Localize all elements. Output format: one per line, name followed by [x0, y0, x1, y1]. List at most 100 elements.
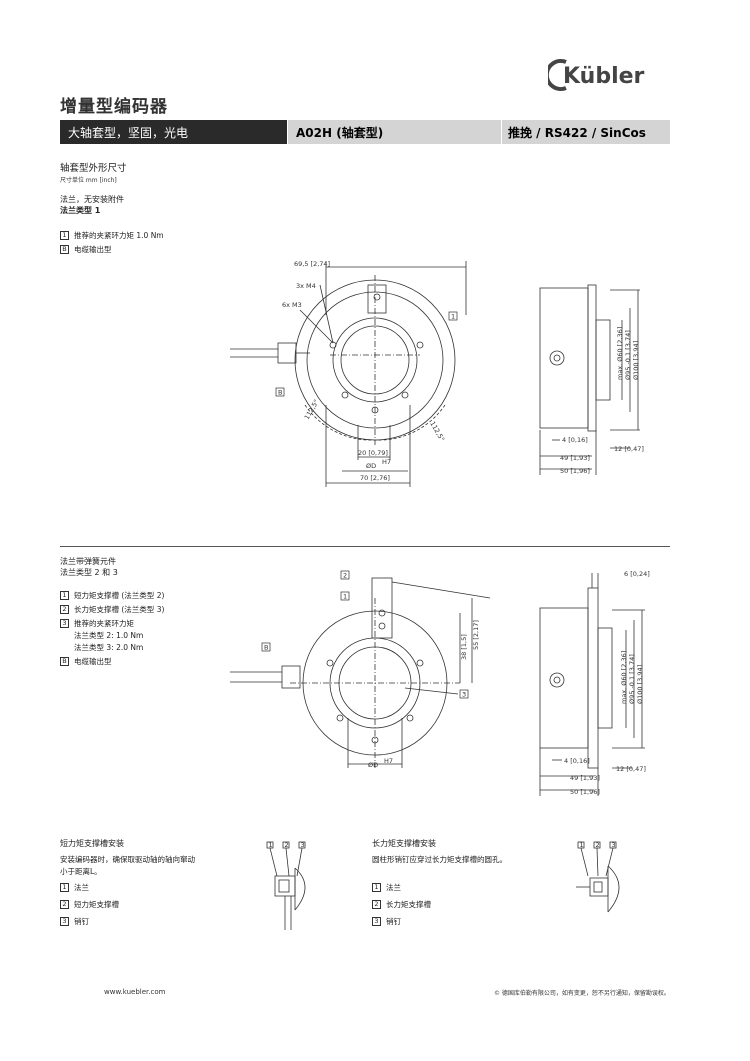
- dim-6xm3: 6x M3: [282, 301, 302, 309]
- drawing2-side-view: 6 [0,24] max. Ø60 [2,36] Ø95 -0,1 [3,74]…: [539, 570, 650, 796]
- short-slot-detail-drawing: 1 2 3: [266, 841, 306, 930]
- header-interface: 推挽 / RS422 / SinCos: [502, 120, 670, 144]
- legend-text: 电缆输出型: [74, 244, 112, 254]
- section-divider: [60, 546, 670, 547]
- dim-69: 69,5 [2,74]: [294, 260, 330, 268]
- legend-key: 1: [60, 882, 69, 892]
- flange-line1: 法兰，无安装附件: [60, 195, 124, 204]
- dim-49-2: 49 [1,93]: [570, 774, 600, 782]
- dim-55: 55 [2,17]: [472, 620, 480, 650]
- short-slot-legend: 1 法兰 2 短力矩支撑槽 3 销钉: [60, 880, 119, 928]
- brand-name: Kübler: [563, 64, 645, 89]
- section2-line2: 法兰类型 2 和 3: [60, 568, 118, 577]
- kubler-logo: Kübler: [544, 56, 678, 92]
- short-slot-desc2: 小于距离L。: [60, 867, 102, 876]
- dim-50: 50 [1,96]: [560, 467, 590, 475]
- legend-key: 3: [372, 916, 381, 926]
- legend-text: 推荐的夹紧环力矩 1.0 Nm: [74, 230, 164, 240]
- long-slot-title: 长力矩支撑槽安装: [372, 839, 436, 848]
- legend-item: 1 短力矩支撑槽 (法兰类型 2): [60, 588, 164, 602]
- legend-key: 1: [60, 230, 69, 240]
- long-slot-detail-drawing: 1 2 3: [576, 841, 620, 913]
- short-slot-desc1: 安装编码器时，确保取驱动轴的轴向窜动: [60, 855, 195, 864]
- legend-item: 1 推荐的夹紧环力矩 1.0 Nm: [60, 228, 164, 242]
- section1-title: 轴套型外形尺寸: [60, 163, 127, 174]
- legend-item: 2 长力矩支撑槽: [372, 897, 431, 911]
- drawing1-side-view: max. Ø60 [2,36] Ø95 -0,1 [3,74] Ø100 [3,…: [539, 284, 644, 475]
- dim-50-2: 50 [1,96]: [570, 788, 600, 796]
- callout-b: B: [278, 389, 282, 397]
- dim-od-2: ØD: [368, 761, 378, 769]
- fig-label-3: 3: [301, 841, 305, 849]
- dim-60-2: max. Ø60 [2,36]: [620, 651, 628, 704]
- fig-label-3b: 3: [612, 841, 616, 849]
- dim-38: 38 [1,5]: [460, 634, 468, 660]
- drawing2-front-view: 38 [1,5] 55 [2,17] ØD H7 2 1 3 B: [230, 570, 491, 769]
- callout-3: 3: [462, 691, 466, 699]
- legend-text: 销钉: [74, 916, 89, 926]
- legend-key: 1: [372, 882, 381, 892]
- legend-item: B 电缆输出型: [60, 654, 164, 668]
- fig-label-2: 2: [285, 841, 289, 849]
- legend-item: 2 长力矩支撑槽 (法兰类型 3): [60, 602, 164, 616]
- dim-od: ØD: [366, 462, 376, 470]
- section1-legend: 1 推荐的夹紧环力矩 1.0 Nm B 电缆输出型: [60, 228, 164, 256]
- legend-text: 电缆输出型: [74, 656, 112, 666]
- callout-1b: 1: [343, 593, 347, 601]
- dim-95: Ø95 -0,1 [3,74]: [624, 330, 632, 380]
- dim-12: 12 [0,47]: [614, 445, 644, 453]
- callout-1: 1: [451, 313, 455, 321]
- dim-70: 70 [2,76]: [360, 474, 390, 482]
- legend-key: 3: [60, 916, 69, 926]
- fig-label-1: 1: [269, 841, 273, 849]
- callout-b2: B: [264, 644, 268, 652]
- legend-text: 销钉: [386, 916, 401, 926]
- callout-2: 2: [343, 572, 347, 580]
- dim-4: 4 [0,16]: [562, 436, 588, 444]
- unit-note: 尺寸单位 mm [inch]: [60, 177, 117, 184]
- flange-line2: 法兰类型 1: [60, 206, 101, 215]
- dim-100-2: Ø100 [3,94]: [636, 665, 644, 704]
- legend-item: 3 推荐的夹紧环力矩: [60, 616, 164, 630]
- kubler-logo-mark: Kübler: [544, 59, 645, 91]
- torque-line1: 法兰类型 2: 1.0 Nm: [74, 631, 144, 640]
- legend-key: 3: [60, 618, 69, 628]
- dim-95-2: Ø95 -0,1 [3,74]: [628, 654, 636, 704]
- dim-6: 6 [0,24]: [624, 570, 650, 578]
- page-title: 增量型编码器: [60, 97, 168, 117]
- long-slot-legend: 1 法兰 2 长力矩支撑槽 3 销钉: [372, 880, 431, 928]
- dim-od-tol-2: H7: [384, 757, 393, 765]
- legend-key: 2: [60, 899, 69, 909]
- footer-url[interactable]: www.kuebler.com: [104, 988, 166, 996]
- section2-legend: 1 短力矩支撑槽 (法兰类型 2) 2 长力矩支撑槽 (法兰类型 3) 3 推荐…: [60, 588, 164, 668]
- dim-112a: 112,5°: [303, 398, 321, 421]
- legend-text: 法兰: [386, 882, 401, 892]
- legend-text: 推荐的夹紧环力矩: [74, 618, 134, 628]
- legend-key: 2: [60, 604, 69, 614]
- short-slot-title: 短力矩支撑槽安装: [60, 839, 124, 848]
- header-model: A02H (轴套型): [288, 120, 502, 144]
- legend-key: 2: [372, 899, 381, 909]
- legend-text: 法兰: [74, 882, 89, 892]
- section2-line1: 法兰带弹簧元件: [60, 557, 116, 566]
- dim-od-tol: H7: [382, 458, 391, 466]
- dim-4-2: 4 [0,16]: [564, 757, 590, 765]
- legend-key: 1: [60, 590, 69, 600]
- legend-key: B: [60, 244, 69, 254]
- legend-item: 1 法兰: [372, 880, 431, 894]
- fig-label-1b: 1: [580, 841, 584, 849]
- footer-copyright: © 德国库伯勒有限公司，如有变更，恕不另行通知，保留勘误权。: [494, 990, 670, 997]
- dim-112b: 112,5°: [428, 420, 446, 443]
- drawing1-front-view: 69,5 [2,74] 3x M4 6x M3 112,5° 112,5° 20…: [230, 260, 467, 487]
- legend-key: B: [60, 656, 69, 666]
- dim-20: 20 [0,79]: [358, 449, 388, 457]
- legend-item: B 电缆输出型: [60, 242, 164, 256]
- legend-item: 1 法兰: [60, 880, 119, 894]
- legend-text: 长力矩支撑槽: [386, 899, 431, 909]
- torque-line2: 法兰类型 3: 2.0 Nm: [74, 643, 144, 652]
- legend-text: 长力矩支撑槽 (法兰类型 3): [74, 604, 165, 614]
- legend-text: 短力矩支撑槽 (法兰类型 2): [74, 590, 165, 600]
- legend-text: 短力矩支撑槽: [74, 899, 119, 909]
- header-category: 大轴套型，坚固，光电: [60, 120, 288, 144]
- dim-49: 49 [1,93]: [560, 454, 590, 462]
